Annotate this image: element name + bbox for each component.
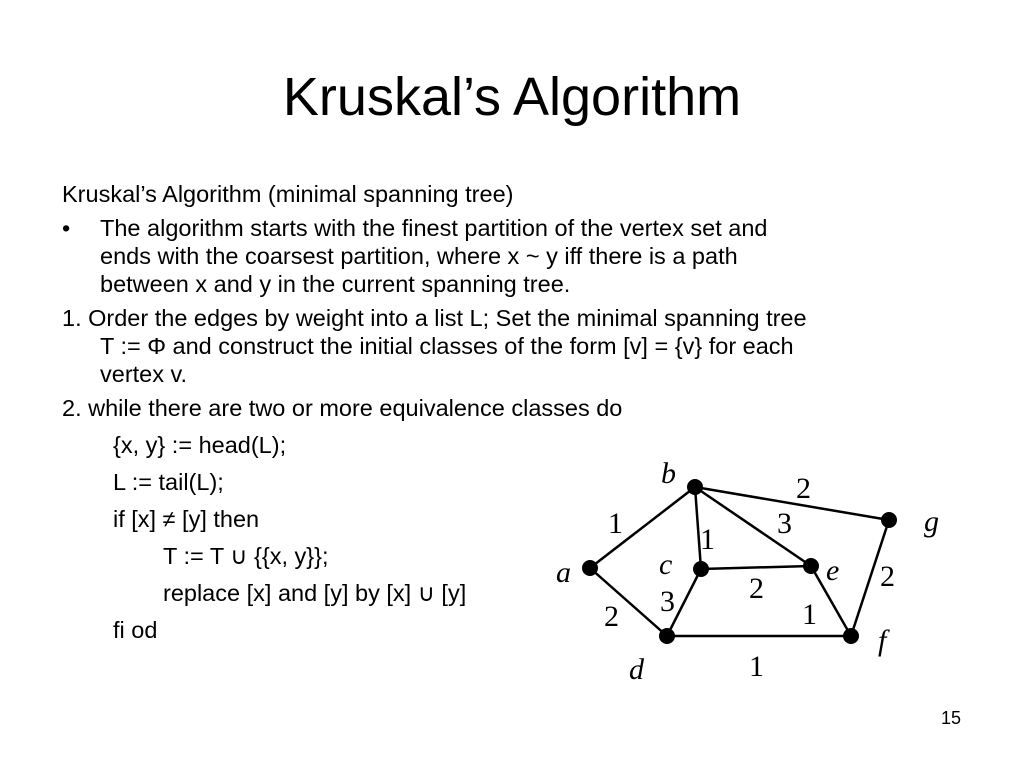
code-line-4: T := T ∪ {{x, y}}; xyxy=(163,543,329,569)
code-line-3: if [x] ≠ [y] then xyxy=(113,506,260,532)
vertex-a xyxy=(582,560,598,576)
code-line-1: {x, y} := head(L); xyxy=(113,432,287,458)
edge-a-d xyxy=(589,567,668,637)
vertex-label-c: c xyxy=(659,548,672,581)
code-line-5: replace [x] and [y] by [x] ∪ [y] xyxy=(163,580,467,606)
code-line-2: L := tail(L); xyxy=(113,469,224,495)
slide-title: Kruskal’s Algorithm xyxy=(282,67,742,127)
weight-a-b: 1 xyxy=(608,507,623,540)
vertex-label-a: a xyxy=(556,556,571,589)
weight-b-g: 2 xyxy=(796,472,811,505)
edge-g-f xyxy=(849,519,891,637)
weight-d-f: 1 xyxy=(749,650,764,683)
edge-b-e xyxy=(694,485,812,568)
edge-b-c xyxy=(693,486,703,570)
vertex-label-e: e xyxy=(826,554,839,587)
graph-diagram: a b c d e f g 1 2 1 3 2 2 3 1 1 2 xyxy=(556,457,939,686)
vertex-d xyxy=(659,628,675,644)
vertex-c xyxy=(693,561,709,577)
weight-a-d: 2 xyxy=(604,600,619,633)
step-2: 2. while there are two or more equivalen… xyxy=(62,395,623,421)
vertex-e xyxy=(803,558,819,574)
weight-c-e: 2 xyxy=(749,572,764,605)
bullet-line-2: ends with the coarsest partition, where … xyxy=(100,243,738,269)
edge-e-f xyxy=(809,565,853,637)
weight-g-f: 2 xyxy=(880,560,895,593)
step-1-line-1: 1. Order the edges by weight into a list… xyxy=(62,305,807,331)
edge-c-e xyxy=(700,564,812,571)
slide-subtitle: Kruskal’s Algorithm (minimal spanning tr… xyxy=(62,181,514,207)
vertex-g xyxy=(881,512,897,528)
weight-c-d: 3 xyxy=(660,585,675,618)
vertex-label-g: g xyxy=(924,505,939,538)
page-number: 15 xyxy=(940,708,961,728)
step-1: 1. Order the edges by weight into a list… xyxy=(62,304,972,388)
weight-b-e: 3 xyxy=(777,507,792,540)
vertex-label-d: d xyxy=(629,653,645,686)
vertex-f xyxy=(843,628,859,644)
vertex-label-b: b xyxy=(661,457,676,490)
vertex-b xyxy=(687,479,703,495)
slide-body: Kruskal’s Algorithm (minimal spanning tr… xyxy=(62,180,972,653)
vertex-label-f: f xyxy=(878,624,890,657)
step-1-line-2: T := Φ and construct the initial classes… xyxy=(100,333,794,359)
bullet-mark: • xyxy=(62,215,71,241)
bullet-point: • The algorithm starts with the finest p… xyxy=(62,214,972,298)
edge-c-d xyxy=(665,568,703,637)
weight-e-f: 1 xyxy=(802,598,817,631)
edge-a-b xyxy=(589,486,696,569)
bullet-line-3: between x and y in the current spanning … xyxy=(100,271,571,297)
edge-b-g xyxy=(694,485,890,522)
bullet-line-1: The algorithm starts with the finest par… xyxy=(100,215,768,241)
step-1-line-3: vertex v. xyxy=(100,361,188,387)
weight-b-c: 1 xyxy=(700,523,715,556)
code-line-6: fi od xyxy=(113,617,158,643)
